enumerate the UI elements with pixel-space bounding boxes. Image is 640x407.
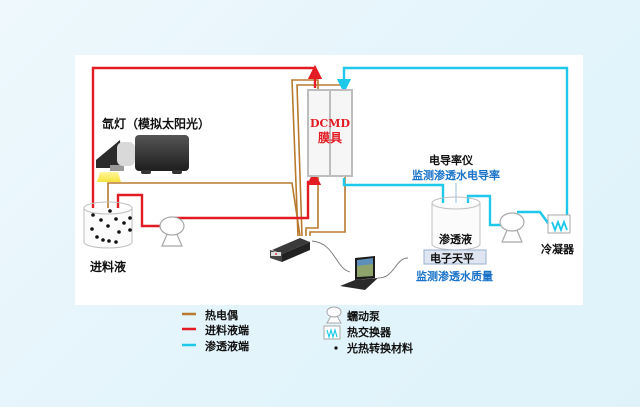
module-label-line1: DCMD: [309, 117, 350, 130]
thermocouple-wire-module-bottom-left: [305, 175, 319, 236]
dcmd-module: [307, 89, 353, 177]
legend-label-photothermal: 光热转换材料: [347, 342, 413, 355]
conductivity-meter-label: 电导率仪: [429, 154, 473, 167]
legend-label-pump: 蠕动泵: [347, 310, 380, 323]
condenser-label: 冷凝器: [541, 243, 574, 256]
thermocouple-wire-module-bottom-right: [309, 175, 346, 236]
photothermal-particles: [90, 209, 132, 244]
data-logger: [270, 238, 310, 262]
legend-label-feed: 进料液端: [205, 324, 249, 337]
heat-exchanger-icon: [323, 325, 341, 340]
legend-label-heat-exchanger: 热交换器: [347, 326, 391, 339]
thermocouple-wire-feed-tank: [107, 182, 301, 237]
lamp-light-beam: [97, 172, 121, 182]
permeate-peristaltic-pump: [499, 212, 525, 243]
dot-icon: [334, 346, 338, 350]
feed-peristaltic-pump: [159, 216, 185, 247]
module-label: DCMD 膜具: [306, 117, 354, 145]
laptop: [340, 256, 378, 290]
feed-tank: [83, 201, 133, 249]
feed-pump-to-module: [170, 170, 322, 220]
legend-swatches: [182, 312, 196, 347]
module-label-line2: 膜具: [317, 131, 342, 145]
peristaltic-pump-icon: [326, 306, 342, 324]
legend-label-permeate: 渗透液端: [205, 340, 249, 353]
condenser: [547, 214, 571, 234]
laptop-balance-cable: [377, 257, 409, 279]
permeate-tank-label: 渗透液: [439, 233, 472, 246]
permeate-condenser-to-module: [336, 66, 569, 222]
legend-label-thermocouple: 热电偶: [205, 309, 238, 322]
logger-laptop-cable: [311, 240, 351, 273]
feed-tank-label: 进料液: [90, 260, 127, 274]
balance-label: 电子天平: [430, 252, 474, 265]
mass-monitor-label: 监测渗透水质量: [416, 270, 493, 283]
xenon-lamp-label: 氙灯（模拟太阳光）: [102, 117, 211, 131]
xenon-lamp: [96, 135, 189, 182]
conductivity-monitor-label: 监测渗透水电导率: [412, 169, 500, 182]
electronic-balance: [423, 249, 487, 265]
